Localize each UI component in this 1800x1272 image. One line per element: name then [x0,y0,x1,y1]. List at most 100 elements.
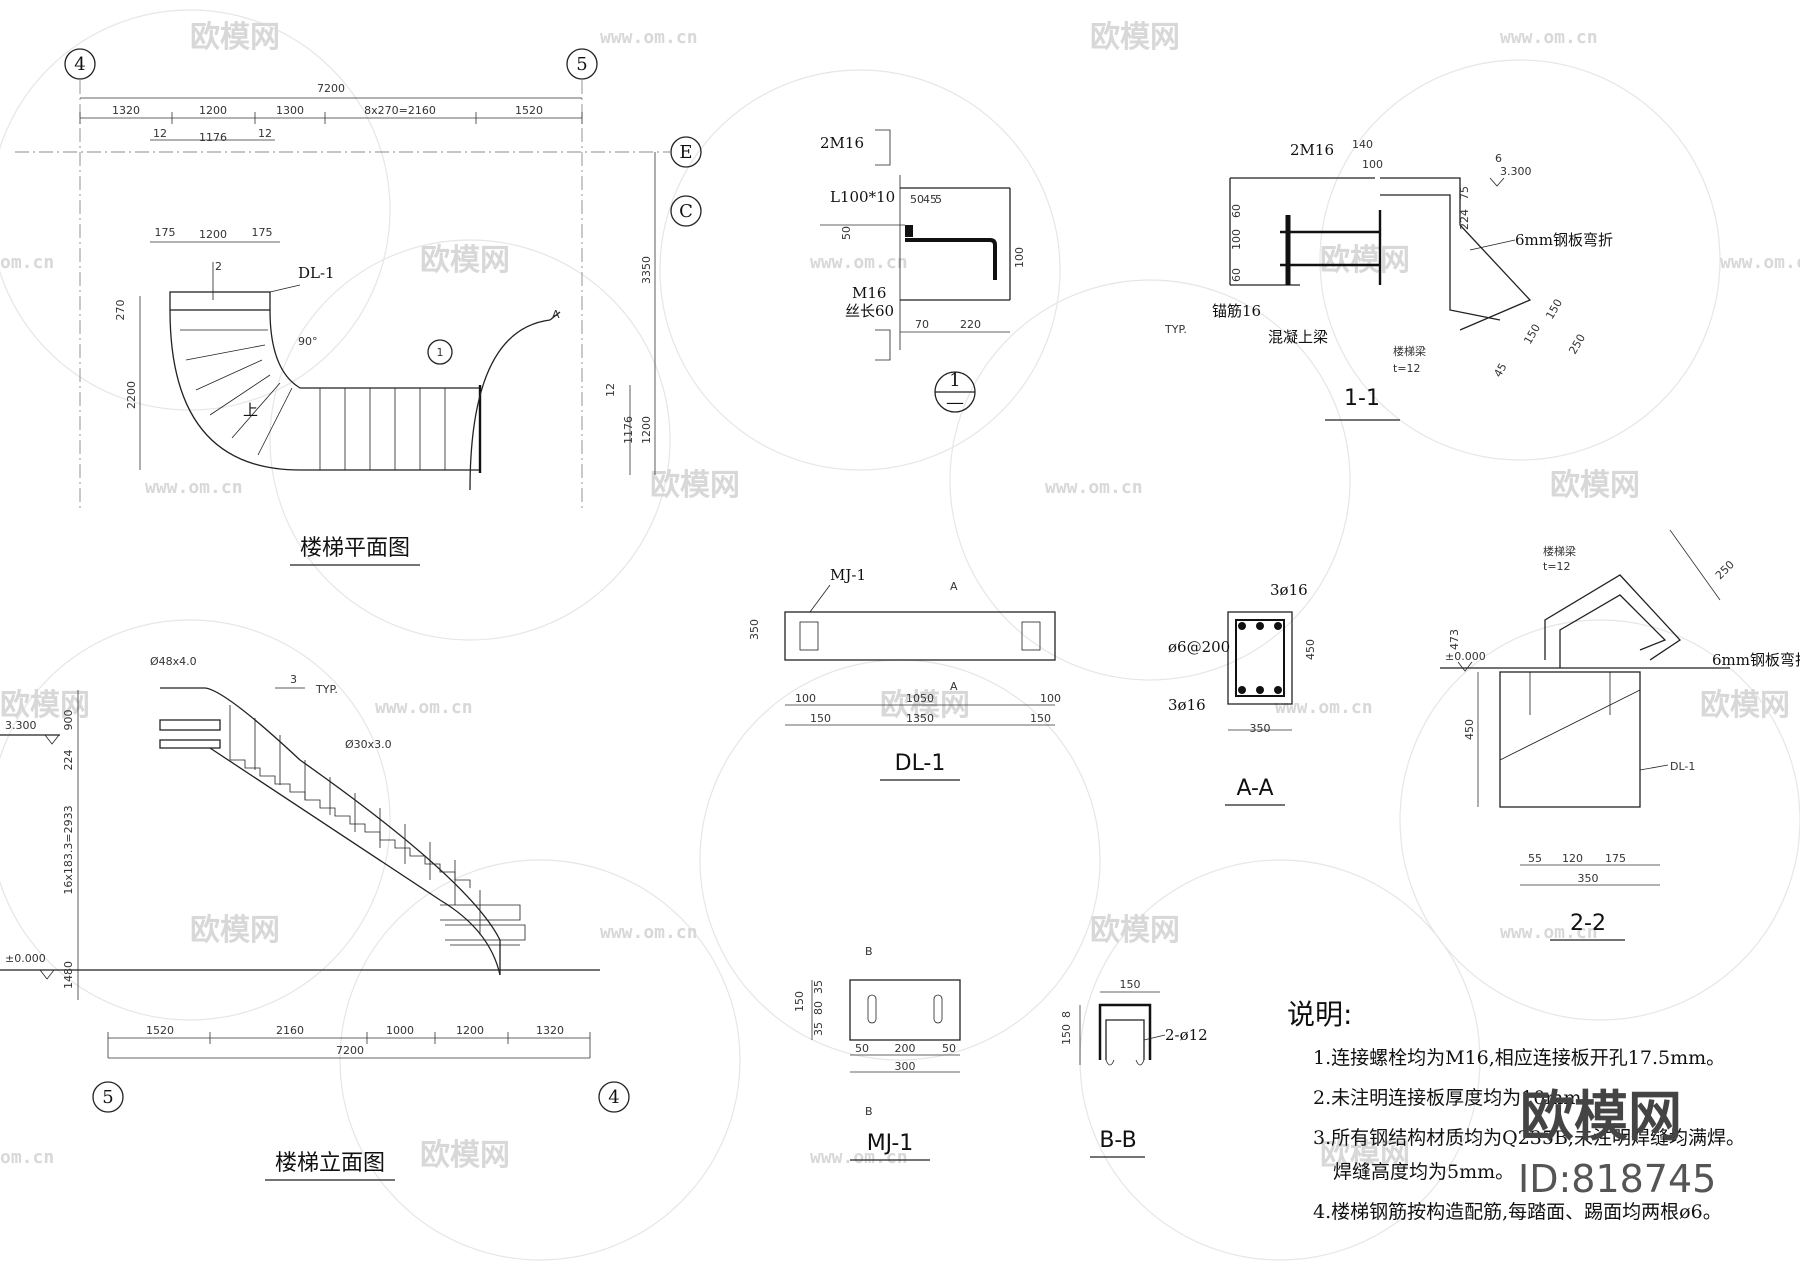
axis-bubble-4 [598,1081,630,1113]
sec22-title: 2-2 [1570,911,1606,936]
watermark-domain: om.cn [0,1147,54,1168]
axis-bubble-5 [92,1081,124,1113]
svg-text:2M16: 2M16 [1290,141,1334,159]
watermark-brand: 欧模网 [420,1138,510,1173]
svg-text:5: 5 [935,193,942,206]
svg-text:1520: 1520 [146,1024,174,1037]
svg-text:4: 4 [608,1087,619,1108]
svg-text:70: 70 [915,318,929,331]
note-item: 2.未注明连接板厚度均为10mm。 [1313,1087,1600,1109]
svg-text:±0.000: ±0.000 [5,952,46,965]
section-marker [427,339,453,365]
svg-text:450: 450 [1463,719,1476,740]
svg-text:900: 900 [62,710,75,731]
svg-text:1200: 1200 [640,416,653,444]
svg-text:75: 75 [1458,186,1471,200]
svg-text:12: 12 [153,127,167,140]
svg-text:35: 35 [812,980,825,994]
svg-text:A: A [950,580,958,593]
svg-text:300: 300 [895,1060,916,1073]
watermark-url: www.om.cn [1500,27,1598,48]
svg-text:1200: 1200 [199,228,227,241]
watermark-url: www.om.cn [375,697,473,718]
watermark-url: www.om.cn [1045,477,1143,498]
section-2-2: 楼梯梁 t=12 250 ±0.000 473 6mm钢板弯折 DL-1 450… [1440,529,1800,941]
svg-text:150: 150 [1120,978,1141,991]
svg-text:2160: 2160 [276,1024,304,1037]
svg-text:100: 100 [1013,247,1026,268]
svg-text:150: 150 [1030,712,1051,725]
svg-text:1300: 1300 [276,104,304,117]
svg-text:±0.000: ±0.000 [1445,650,1486,663]
svg-text:3350: 3350 [640,256,653,284]
svg-text:250: 250 [1713,558,1737,582]
watermark-url: www.om.cn [1500,922,1598,943]
svg-text:473: 473 [1448,629,1461,650]
plate-mj1: B B 150 35 80 35 50 200 50 300 MJ-1 [793,945,961,1161]
brand-logo: 欧模网 ID:818745 [1518,1085,1716,1201]
svg-text:175: 175 [155,226,176,239]
section-1-1: 2M16 140 100 60 100 60 224 75 150 150 25… [1164,138,1613,421]
svg-text:1480: 1480 [62,961,75,989]
svg-text:2200: 2200 [125,381,138,409]
svg-text:A: A [552,308,560,321]
note-item: 焊缝高度均为5mm。 [1333,1161,1514,1183]
svg-text:60: 60 [1230,204,1243,218]
svg-text:1200: 1200 [199,104,227,117]
bb-title: B-B [1099,1128,1136,1153]
svg-text:90°: 90° [298,335,318,348]
svg-text:150: 150 [1543,297,1565,322]
watermark-brand: 欧模网 [1700,688,1790,723]
watermark-brand: 欧模网 [190,913,280,948]
mj1-title: MJ-1 [867,1131,914,1156]
svg-text:8x270=2160: 8x270=2160 [364,104,436,117]
svg-text:B: B [865,945,873,958]
svg-text:12: 12 [258,127,272,140]
svg-text:45: 45 [923,193,937,206]
watermark-brand: 欧模网 [190,20,280,55]
watermark-url: www.om.cn [810,1147,908,1168]
watermark-url: www.om.cn [1275,697,1373,718]
svg-text:—: — [946,392,964,413]
bolt-head [905,225,913,237]
svg-text:150: 150 [810,712,831,725]
watermark-brand: 欧模网 [1090,913,1180,948]
stair-plan: 4 5 E C 7200 1320 1200 1300 8x270=2160 1… [15,48,702,566]
axis-label: 4 [74,54,85,75]
svg-text:7200: 7200 [336,1044,364,1057]
stair-elevation: 3.300 ±0.000 900 224 16x183.3=2933 1480 … [0,655,630,1181]
svg-text:3.300: 3.300 [1500,165,1532,178]
dl1-title: DL-1 [895,751,946,776]
svg-text:1320: 1320 [112,104,140,117]
svg-text:55: 55 [1528,852,1542,865]
svg-text:8: 8 [1060,1011,1073,1018]
svg-text:250: 250 [1566,332,1588,357]
watermark-brand: 欧模网 [1550,468,1640,503]
svg-text:16x183.3=2933: 16x183.3=2933 [62,805,75,894]
note-item: 1.连接螺栓均为M16,相应连接板开孔17.5mm。 [1313,1047,1725,1069]
svg-text:楼梯梁: 楼梯梁 [1393,344,1426,358]
svg-text:35: 35 [812,1022,825,1036]
axis-bubble-5 [566,48,598,80]
svg-text:12: 12 [604,383,617,397]
svg-text:1: 1 [437,346,444,359]
watermark-brand: 欧模网 [650,468,740,503]
svg-text:3: 3 [290,673,297,686]
watermark-brand: 欧模网 [1320,1138,1410,1173]
svg-text:150: 150 [1521,322,1543,347]
watermark-brand: 欧模网 [1320,243,1410,278]
beam-dl1: MJ-1 A A 350 100 1050 100 150 1350 150 D… [748,566,1061,781]
svg-text:1000: 1000 [386,1024,414,1037]
axis-label: E [679,142,692,163]
svg-text:350: 350 [1250,722,1271,735]
svg-text:5: 5 [102,1087,113,1108]
svg-text:Ø48x4.0: Ø48x4.0 [150,655,197,668]
svg-text:450: 450 [1304,639,1317,660]
watermark-texts: 欧模网 www.om.cn 欧模网 www.om.cn om.cn 欧模网 ww… [0,20,1800,1173]
svg-text:3.300: 3.300 [5,719,37,732]
svg-text:1350: 1350 [906,712,934,725]
svg-text:t=12: t=12 [1543,560,1571,573]
svg-text:丝长60: 丝长60 [845,302,894,320]
svg-text:150: 150 [793,991,806,1012]
